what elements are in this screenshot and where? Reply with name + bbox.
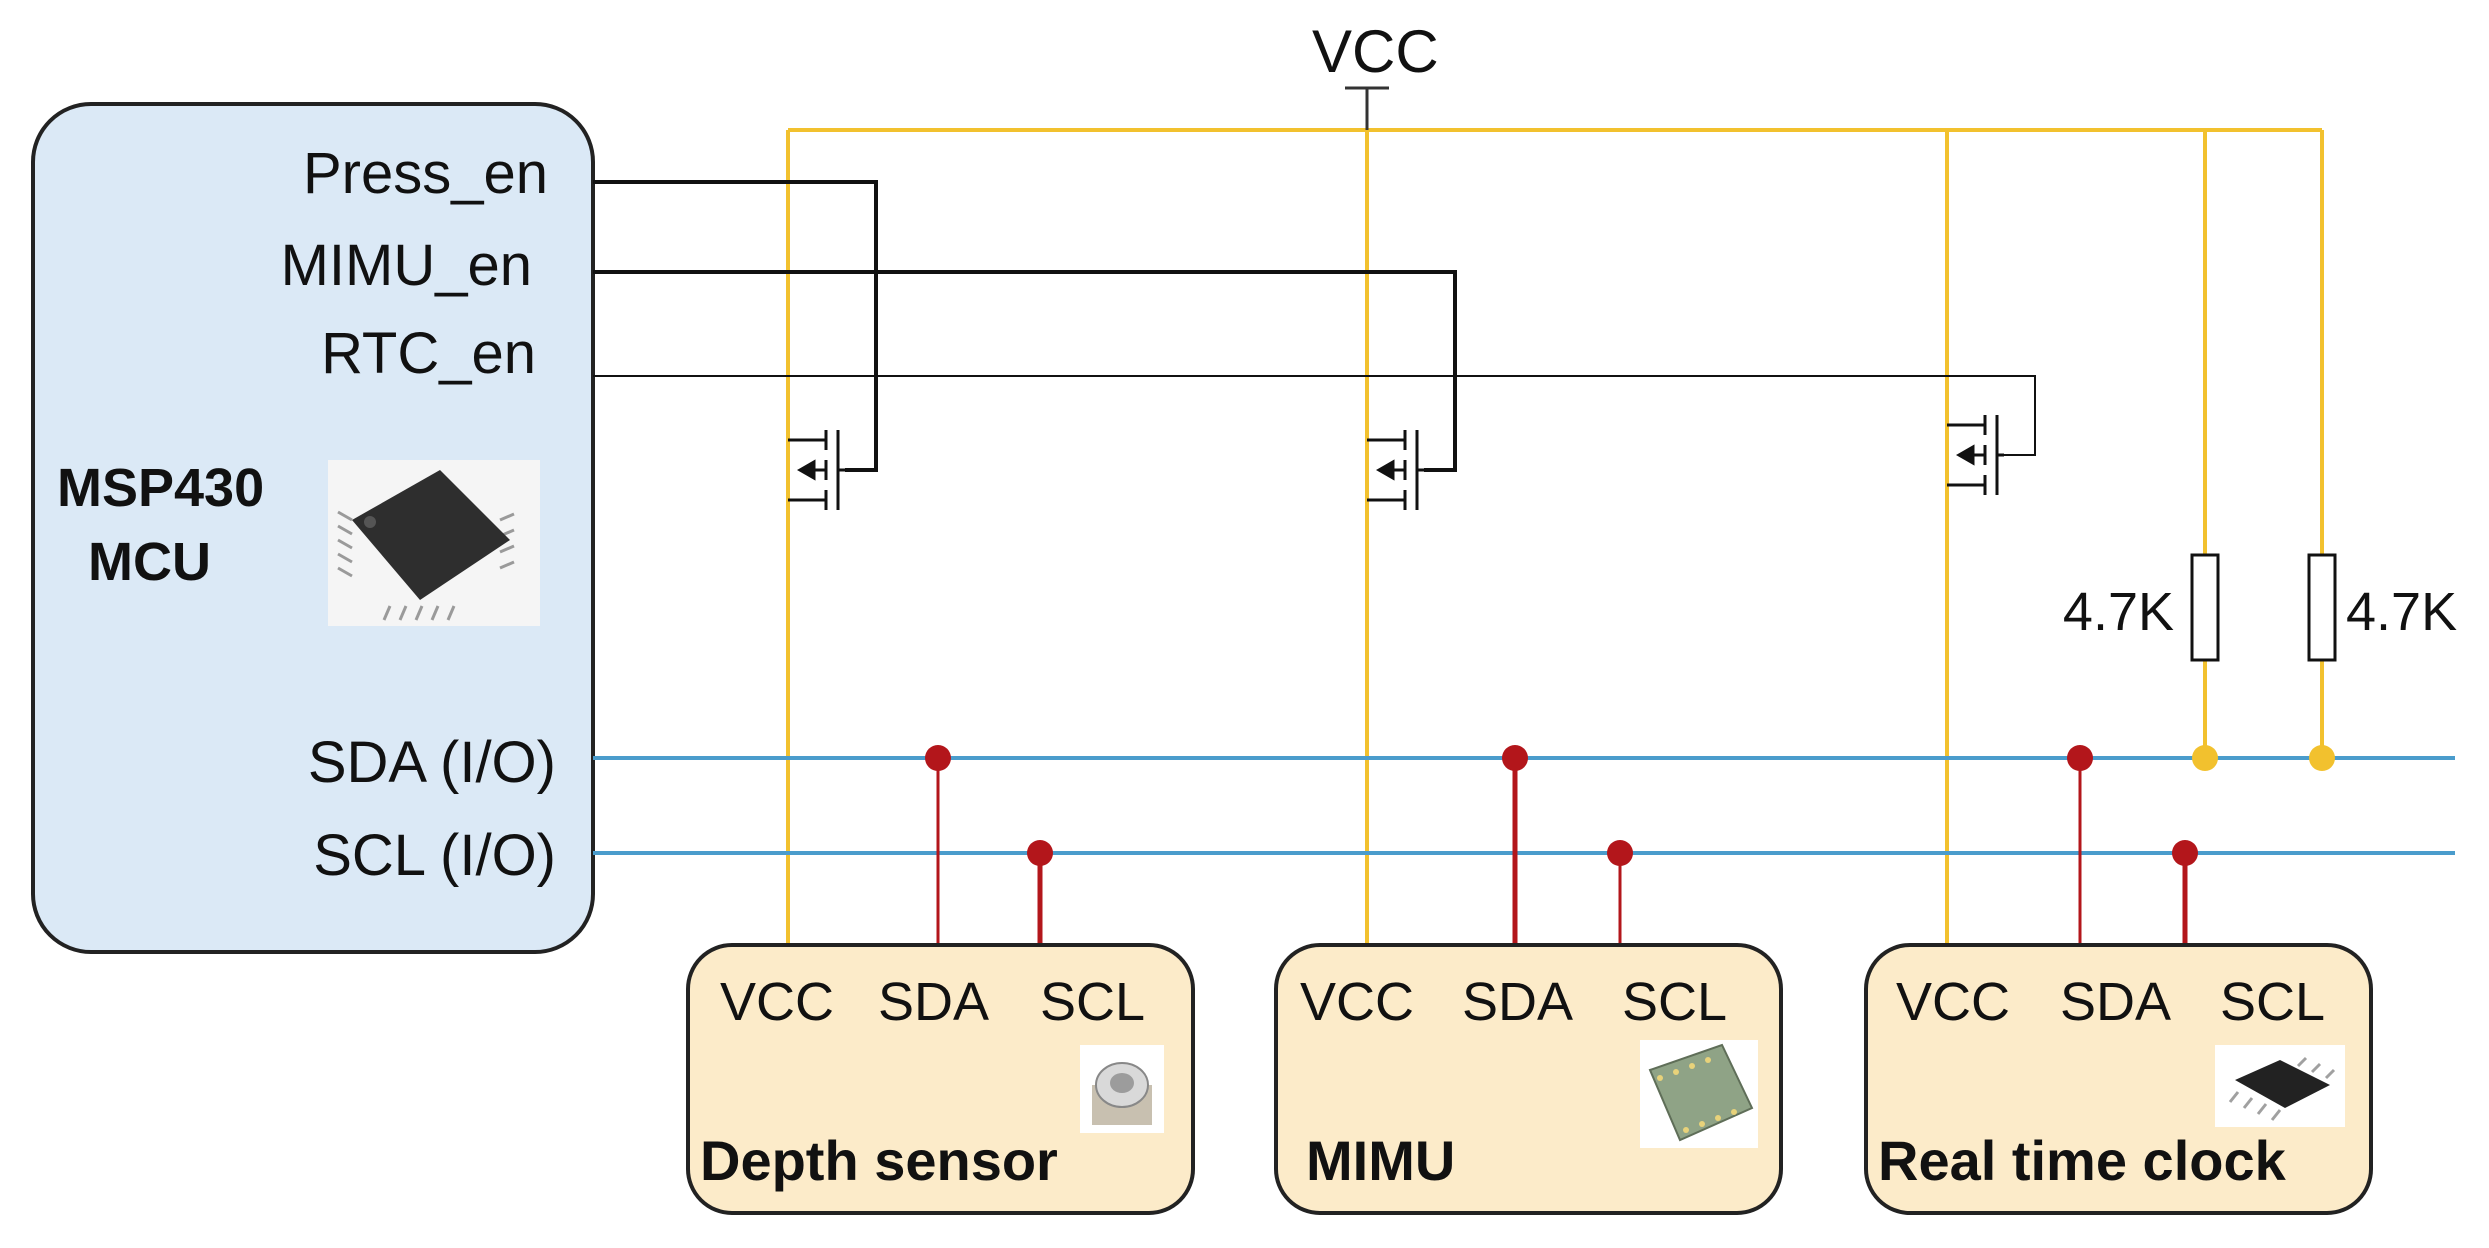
soic-chip-icon [2215,1045,2345,1127]
module-pin-sda: SDA [2060,972,2171,1032]
module-pin-scl: SCL [2220,972,2325,1032]
pin-press-en: Press_en [303,141,548,206]
module-pin-sda: SDA [878,972,989,1032]
vcc-rail [786,86,2324,945]
imu-module-chip-icon [1640,1040,1758,1148]
pressure-sensor-chip-icon [1080,1045,1164,1133]
resistor-value-label: 4.7K [2063,582,2174,642]
module-pin-vcc: VCC [720,972,834,1032]
module-mimu: VCC SDA SCL MIMU [1274,943,1783,1215]
pin-sda: SDA (I/O) [308,730,556,795]
mosfet-switch-mimu [1367,430,1424,510]
mcu-name-line2: MCU [88,532,211,592]
pin-rtc-en: RTC_en [321,321,536,386]
resistor-value-label: 4.7K [2346,582,2457,642]
module-pin-scl: SCL [1040,972,1145,1032]
module-real-time-clock: VCC SDA SCL Real time clock [1864,943,2373,1215]
pullup-resistor-scl [2307,553,2337,662]
pullup-resistor-sda [2190,553,2220,662]
i2c-bus [593,756,2455,855]
enable-lines [593,180,2036,472]
module-depth-sensor: VCC SDA SCL Depth sensor [686,943,1195,1215]
module-title: Real time clock [1878,1129,2287,1192]
bus-junction-dots [925,745,2198,866]
module-pin-vcc: VCC [1300,972,1414,1032]
bus-taps [936,758,2188,945]
mosfet-switch-rtc [1947,415,2004,495]
vcc-supply-label: VCC [1312,18,1439,85]
module-title: MIMU [1306,1129,1455,1192]
mosfet-switch-depth [788,430,845,510]
module-pin-vcc: VCC [1896,972,2010,1032]
pullup-junction-dots [2192,745,2335,771]
module-title: Depth sensor [700,1129,1058,1192]
pin-scl: SCL (I/O) [313,823,556,888]
module-pin-scl: SCL [1622,972,1727,1032]
qfp-chip-icon [328,460,540,626]
mcu-name-line1: MSP430 [57,458,264,518]
module-pin-sda: SDA [1462,972,1573,1032]
pin-mimu-en: MIMU_en [281,233,532,298]
mcu-block [31,102,595,954]
